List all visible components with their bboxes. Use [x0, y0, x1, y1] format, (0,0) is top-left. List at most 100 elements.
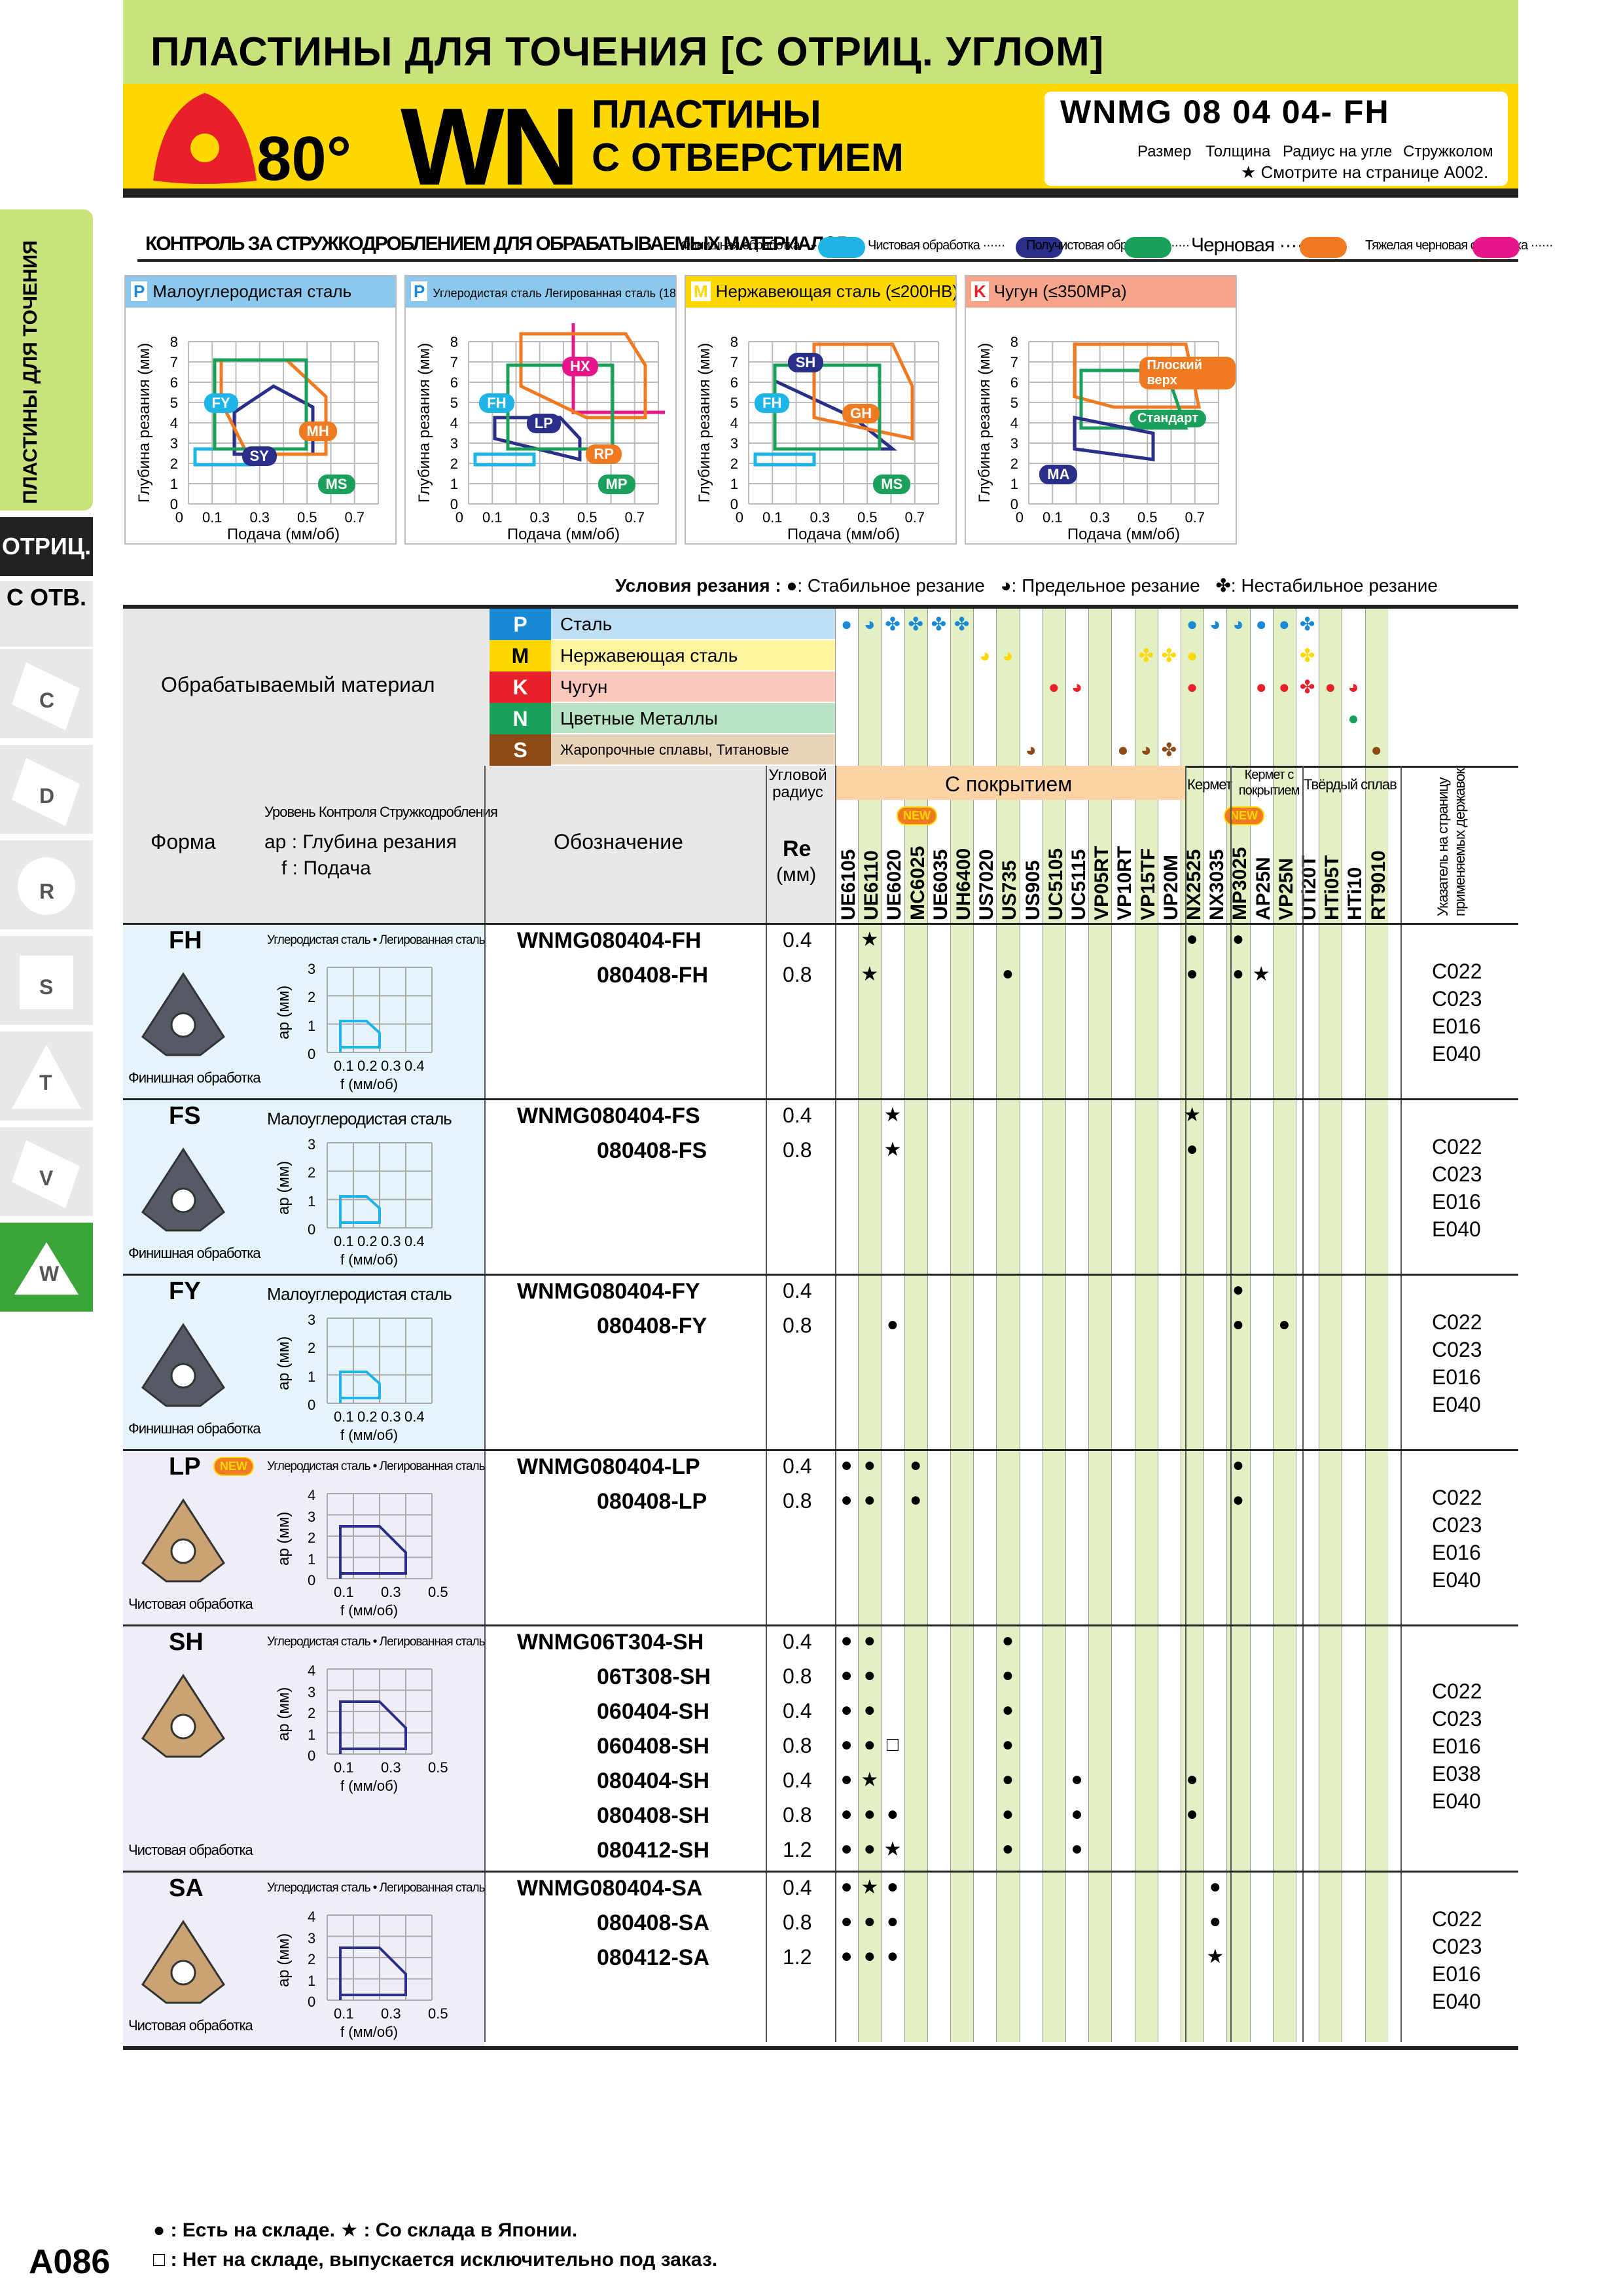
level-xlabel: f (мм/об)	[340, 1427, 399, 1443]
suitability-mark: ✤	[1299, 645, 1315, 666]
stock-mark: ★	[1206, 1946, 1224, 1967]
shape-tab-w[interactable]: W	[0, 1223, 93, 1314]
key-label-radius: Радиус на угле	[1283, 143, 1393, 160]
shape-tab-label: D	[39, 784, 55, 808]
corner-radius-value: 0.4	[783, 1279, 812, 1302]
chart-material-code: K	[971, 281, 989, 301]
stock-mark: ●	[1001, 963, 1014, 984]
head-carbide: Твёрдый сплав	[1304, 776, 1397, 793]
family-level-material: Углеродистая сталь • Легированная сталь	[267, 1635, 485, 1649]
suitability-mark: ◕	[1347, 677, 1359, 697]
head-ap: ap : Глубина резания	[264, 831, 457, 853]
level-ytick: 1	[308, 1017, 316, 1034]
chart-region-label: MH	[298, 422, 337, 442]
stock-mark: ●	[886, 1803, 899, 1825]
stock-mark: ●	[1186, 1138, 1198, 1160]
family-code: FH	[169, 927, 202, 954]
series-desc-2: С ОТВЕРСТИЕМ	[592, 135, 904, 179]
stock-mark: ●	[863, 1910, 876, 1932]
shape-tab-t[interactable]: T	[0, 1031, 93, 1123]
suitability-mark: ●	[1278, 614, 1290, 634]
stock-mark: ●	[863, 1838, 876, 1859]
suitability-mark: ✤	[1299, 614, 1315, 634]
holder-page-ref: E016	[1432, 1014, 1481, 1038]
suitability-mark: ◕	[864, 614, 876, 634]
level-ylabel: ap (мм)	[275, 1933, 293, 1987]
column-rule	[835, 766, 836, 2042]
family-rule	[123, 1274, 1518, 1276]
level-xtick: 0.3	[381, 1408, 401, 1425]
stock-mark: ★	[861, 1876, 879, 1898]
legend-swatch	[818, 237, 865, 258]
negative-tab[interactable]: ОТРИЦ.	[0, 517, 93, 576]
svg-text:0.7: 0.7	[624, 509, 645, 526]
level-ytick: 0	[308, 1572, 316, 1588]
suitability-mark: ●	[1186, 614, 1198, 634]
shape-tab-v[interactable]: V	[0, 1127, 93, 1219]
chart-region-label: Плоский верх	[1139, 357, 1236, 390]
grade-name: HTi05T	[1321, 855, 1344, 920]
column-rule	[1302, 766, 1304, 2042]
level-ytick: 4	[308, 1662, 316, 1679]
suitability-mark: ●	[1186, 645, 1198, 666]
svg-text:3: 3	[170, 435, 178, 452]
svg-text:6: 6	[1010, 374, 1018, 391]
level-xlabel: f (мм/об)	[340, 1778, 399, 1794]
level-ytick: 1	[308, 1726, 316, 1743]
shape-tab-d[interactable]: D	[0, 745, 93, 836]
family-rule	[123, 1871, 1518, 1873]
material-code: S	[490, 734, 551, 766]
suitability-mark: ◕	[1232, 614, 1244, 634]
material-name: Цветные Металлы	[551, 703, 835, 734]
level-xtick: 0.1	[334, 2005, 354, 2022]
insert-shape-icon	[153, 93, 257, 184]
designation: 080408-FH	[597, 963, 709, 988]
chart-region-label: MS	[317, 475, 355, 494]
suitability-mark: ✤	[931, 614, 947, 634]
level-xtick: 0.1	[334, 1058, 354, 1074]
holder-page-ref: E016	[1432, 1734, 1481, 1758]
column-rule	[1400, 766, 1402, 2042]
shape-tab-c[interactable]: C	[0, 649, 93, 741]
shape-tab-r[interactable]: R	[0, 840, 93, 932]
svg-text:0.3: 0.3	[249, 509, 270, 526]
head-re-unit: (мм)	[776, 864, 817, 886]
suitability-mark: ✤	[1161, 645, 1177, 666]
svg-text:Глубина резания (мм): Глубина резания (мм)	[976, 343, 993, 503]
legend-swatch	[1016, 237, 1063, 258]
shape-tab-label: S	[39, 975, 54, 999]
head-cell-left	[123, 766, 835, 923]
with-hole-tab[interactable]: С ОТВ.	[0, 581, 93, 647]
grade-column-line	[904, 609, 905, 2042]
stock-mark: ●	[1232, 963, 1245, 984]
stock-mark: ●	[840, 1630, 853, 1651]
corner-radius-value: 0.8	[783, 1489, 812, 1513]
column-rule	[766, 766, 767, 2042]
grade-column-shade	[1181, 609, 1204, 2042]
chart-region-label: HX	[562, 357, 598, 377]
shape-tab-s[interactable]: S	[0, 936, 93, 1028]
svg-text:0.5: 0.5	[297, 509, 317, 526]
level-ytick: 2	[308, 1164, 316, 1181]
chart-title: Малоуглеродистая сталь	[152, 281, 352, 301]
chart-region-label: FH	[755, 393, 790, 413]
corner-angle: 80°	[257, 124, 352, 194]
shape-tab-label: C	[39, 689, 55, 712]
level-ytick: 4	[308, 1909, 316, 1925]
grade-column-line	[1111, 609, 1113, 2042]
designation: WNMG080404-FY	[517, 1279, 700, 1304]
suitability-mark: ●	[1325, 677, 1336, 697]
designation: WNMG080404-SA	[517, 1876, 703, 1901]
category-tab[interactable]	[0, 209, 93, 511]
family-level-material: Углеродистая сталь • Легированная сталь	[267, 933, 485, 947]
level-ylabel: ap (мм)	[275, 1687, 293, 1741]
designation: WNMG080404-FS	[517, 1103, 700, 1128]
holder-page-ref: E038	[1432, 1762, 1481, 1785]
level-ytick: 0	[308, 1397, 316, 1413]
corner-radius-value: 0.8	[783, 1910, 812, 1934]
family-code: SH	[169, 1628, 204, 1656]
chart-region-label: FH	[479, 393, 514, 413]
suitability-mark: ✤	[908, 614, 923, 634]
